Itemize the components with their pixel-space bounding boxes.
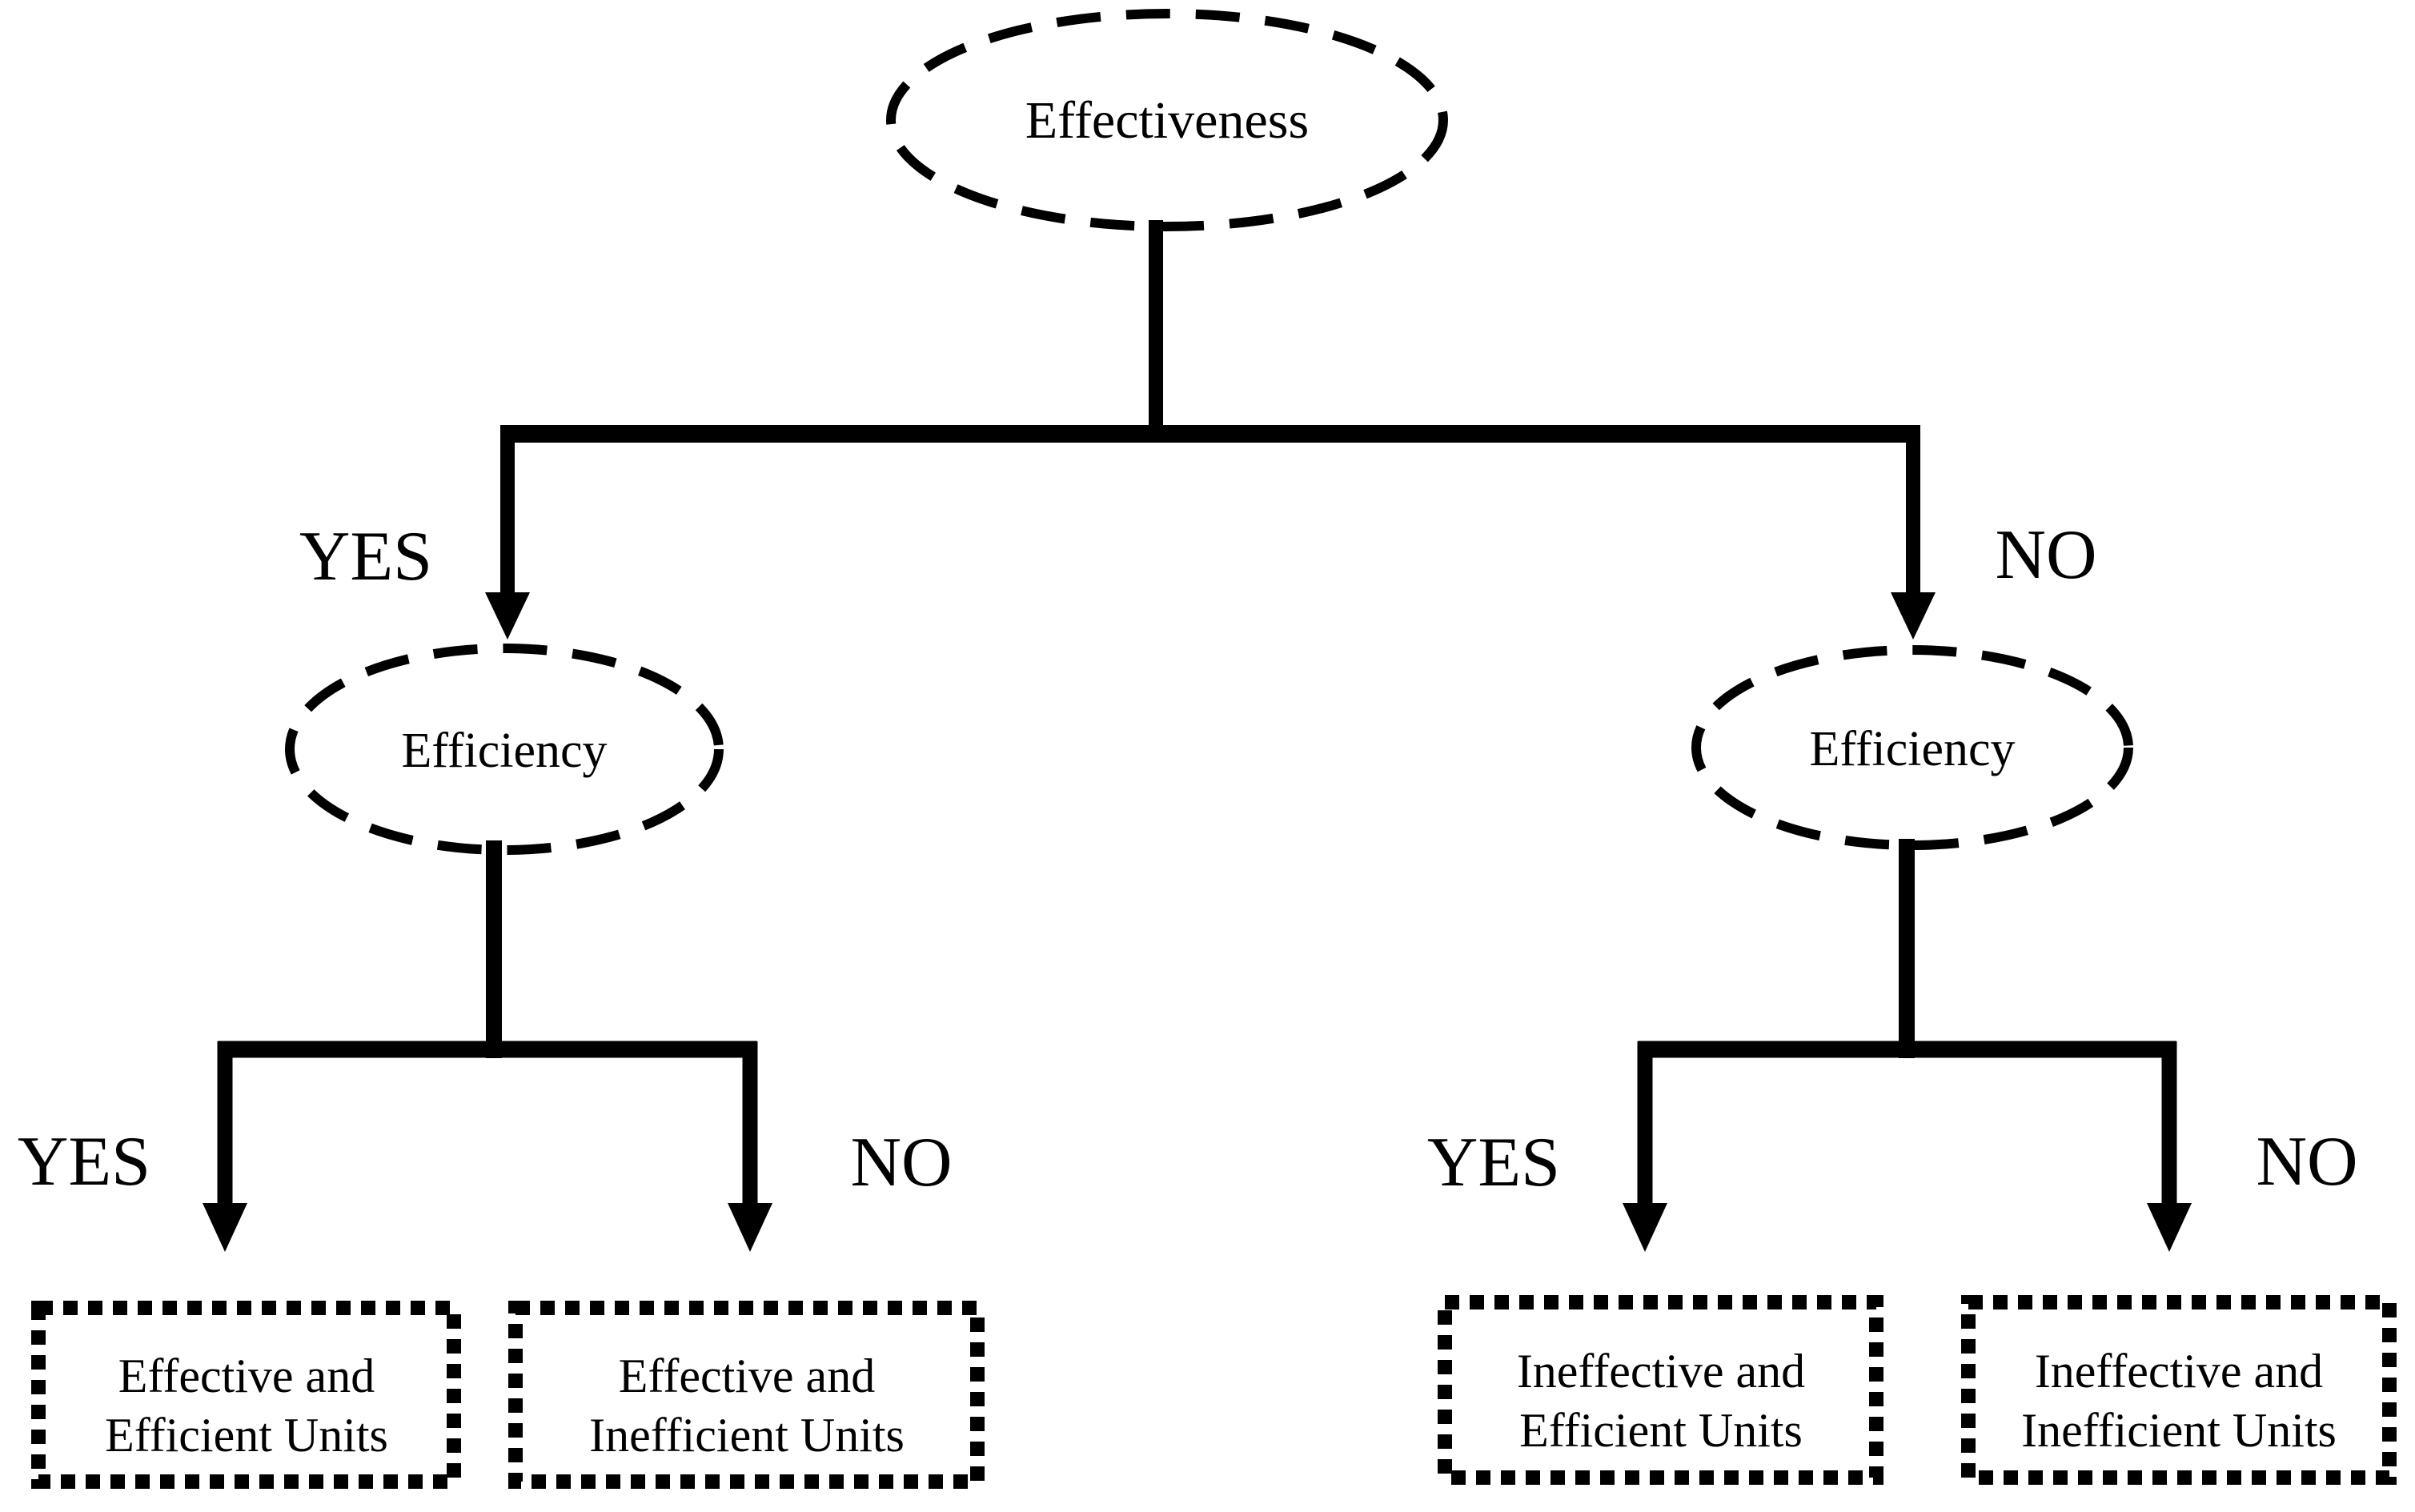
left-efficiency-node-label: Efficiency [401, 724, 607, 778]
left-efficiency-node-ellipse [285, 644, 724, 855]
left-no-arrowhead-icon [728, 1203, 772, 1252]
level1-no-arrowhead-icon [1891, 592, 1936, 640]
leaf-box-ineffective-efficient: Ineffective and Efficient Units [1438, 1295, 1883, 1485]
right-yes-label: YES [1427, 1124, 1560, 1201]
left-no-label: NO [850, 1124, 952, 1201]
level1-yes-arrowhead-icon [485, 592, 530, 640]
right-efficiency-node-label: Efficiency [1809, 722, 2015, 776]
leaf-box-effective-inefficient: Effective and Inefficient Units [508, 1301, 985, 1489]
left-yes-label: YES [18, 1123, 150, 1201]
leaf-box-effective-efficient: Effective and Efficient Units [31, 1301, 461, 1489]
leaf-box-border [1961, 1295, 2397, 1485]
leaf-box-border [1438, 1295, 1883, 1485]
leaf-label-line1: Effective and [619, 1350, 875, 1402]
effectiveness-node-ellipse [886, 9, 1448, 231]
leaf-box-border [508, 1301, 985, 1489]
effectiveness-node-label: Effectiveness [1025, 91, 1309, 150]
leaf-label-line2: Inefficient Units [589, 1409, 905, 1462]
leaf-label-line2: Efficient Units [1519, 1404, 1803, 1457]
leaf-box-ineffective-inefficient: Ineffective and Inefficient Units [1961, 1295, 2397, 1485]
right-no-label: NO [2256, 1123, 2357, 1201]
leaf-label-line1: Effective and [118, 1350, 375, 1402]
level1-yes-label: YES [299, 518, 432, 596]
left-yes-arrowhead-icon [203, 1203, 247, 1252]
level1-no-label: NO [1995, 516, 2096, 594]
leaf-label-line2: Efficient Units [105, 1409, 388, 1462]
leaf-label-line1: Ineffective and [1517, 1345, 1805, 1398]
right-efficiency-node-ellipse [1691, 645, 2133, 850]
leaf-label-line1: Ineffective and [2035, 1345, 2323, 1398]
leaf-label-line2: Inefficient Units [2021, 1404, 2337, 1457]
leaf-box-border [31, 1301, 461, 1489]
right-no-arrowhead-icon [2147, 1203, 2192, 1252]
right-yes-arrowhead-icon [1623, 1203, 1667, 1252]
